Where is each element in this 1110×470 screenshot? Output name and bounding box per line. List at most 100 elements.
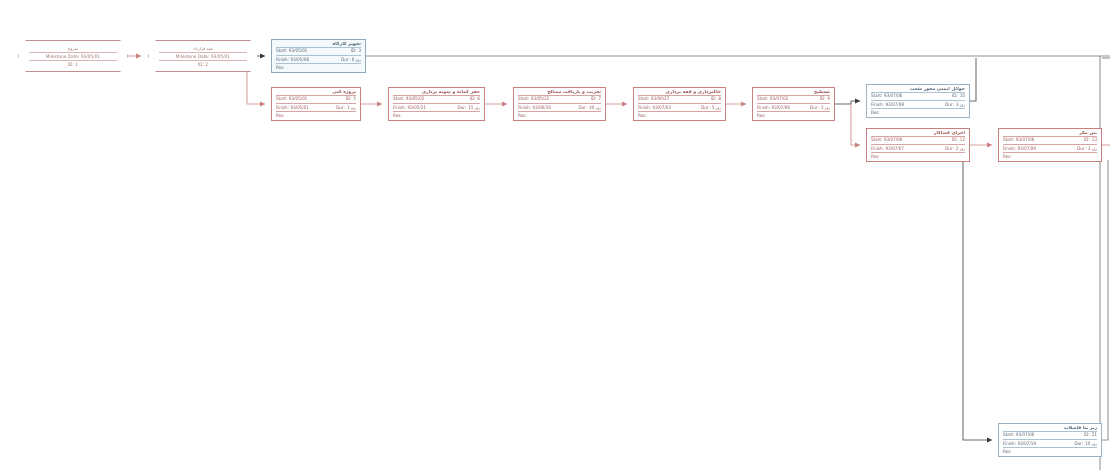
milestone-start[interactable]: شروع Milestone Date: 93/05/01 ID: 1 — [18, 40, 128, 72]
finish-value: 93/07/19 — [1017, 440, 1036, 446]
divider — [638, 94, 721, 96]
start-label: Start: — [1003, 137, 1015, 143]
milestone-contract-id: ID: 2 — [159, 61, 247, 68]
id-value: 10 — [959, 93, 965, 99]
task-demolition-recycling[interactable]: تخریب و بازیافت مصالح Start: 93/05/21 ID… — [513, 87, 606, 121]
divider — [871, 100, 965, 102]
task-title: اجرای فنداکار — [933, 130, 965, 136]
divider — [871, 108, 965, 110]
start-value: 93/05/01 — [288, 48, 308, 54]
id-value: 21 — [1091, 432, 1097, 438]
dur-unit: روز — [1091, 145, 1097, 151]
task-res-row: Res: — [1002, 449, 1098, 455]
dur-unit: روز — [959, 101, 965, 107]
task-finish-row: Finish: 93/07/09 Dur: 3 روز — [1002, 146, 1098, 152]
milestone-contract-date: Milestone Date: 93/05/01 — [159, 53, 247, 61]
dur-unit: روز — [1091, 440, 1097, 446]
start-label: Start: — [276, 96, 288, 102]
dur-label: Dur: — [336, 104, 345, 110]
start-label: Start: — [276, 48, 288, 54]
task-start-row: Start: 93/07/06 ID: 21 — [1002, 432, 1098, 438]
finish-label: Finish: — [276, 104, 290, 110]
dur-label: Dur: — [341, 56, 350, 62]
id-label: ID: — [590, 96, 597, 102]
start-label: Start: — [393, 96, 405, 102]
dur-label: Dur: — [1074, 440, 1084, 446]
link-leveling-to-foundation — [850, 104, 861, 148]
start-value: 93/07/06 — [1015, 137, 1035, 143]
id-label: ID: — [469, 96, 476, 102]
id-value: 12 — [959, 137, 965, 143]
dur-unit: روز — [824, 104, 830, 110]
task-sewer-substructure[interactable]: زیر بنا فاضلاب Start: 93/07/06 ID: 21 Fi… — [998, 423, 1102, 457]
dur-label: Dur: — [810, 104, 819, 110]
milestone-start-title: شروع — [29, 45, 117, 53]
dur-label: Dur: — [945, 101, 954, 107]
finish-value: 93/07/07 — [885, 145, 904, 151]
task-title: حوائل ایمنی محور شعب — [910, 86, 965, 92]
task-start-row: Start: 93/05/02 ID: 6 — [392, 96, 481, 102]
task-res-row: Res: — [756, 113, 831, 119]
divider — [1003, 144, 1097, 146]
dur-value: 2 — [955, 145, 959, 151]
task-start-row: Start: 93/07/06 ID: 10 — [870, 93, 966, 99]
milestone-date-value: 93/05/01 — [210, 53, 231, 59]
id-label: ID: — [819, 96, 826, 102]
link-leveling-to-safety — [835, 98, 861, 105]
task-excavation[interactable]: خاکبرداری و قفه برداری Start: 93/06/27 I… — [633, 87, 726, 121]
milestone-contract[interactable]: عقد قرارداد Milestone Date: 93/05/01 ID:… — [148, 40, 258, 72]
task-lean-concrete[interactable]: بتن مگر Start: 93/07/06 ID: 13 Finish: 9… — [998, 128, 1102, 162]
finish-value: 93/06/26 — [532, 104, 551, 110]
res-label: Res: — [871, 109, 880, 115]
id-label: ID: — [710, 96, 717, 102]
task-foundation-work[interactable]: اجرای فنداکار Start: 93/07/06 ID: 12 Fin… — [866, 128, 970, 162]
finish-label: Finish: — [393, 104, 407, 110]
finish-label: Finish: — [638, 104, 652, 110]
task-res-row: Res: — [1002, 154, 1098, 160]
id-label: ID: — [952, 137, 958, 143]
divider — [1003, 152, 1097, 154]
dur-label: Dur: — [1077, 145, 1086, 151]
dur-value: 10 — [1085, 440, 1091, 446]
task-finish-row: Finish: 93/05/01 Dur: 1 روز — [275, 105, 357, 111]
dur-value: 5 — [711, 104, 715, 110]
start-label: Start: — [871, 137, 883, 143]
start-value: 93/05/02 — [405, 96, 425, 102]
task-leveling[interactable]: تسطیح Start: 93/07/02 ID: 9 Finish: 93/0… — [752, 87, 835, 121]
finish-label: Finish: — [871, 101, 885, 107]
milestone-start-id: ID: 1 — [29, 61, 117, 68]
id-label: ID: — [1084, 432, 1090, 438]
task-finish-row: Finish: 93/06/26 Dur: 40 روز — [517, 105, 602, 111]
milestone-id-label: ID: — [197, 61, 204, 67]
task-title: حفر گمانه و نمونه برداری — [421, 89, 480, 95]
start-value: 93/06/27 — [650, 96, 670, 102]
task-finish-row: Finish: 93/07/19 Dur: 10 روز — [1002, 441, 1098, 447]
dur-unit: روز — [474, 104, 480, 110]
divider — [757, 103, 830, 105]
task-borehole-sampling[interactable]: حفر گمانه و نمونه برداری Start: 93/05/02… — [388, 87, 485, 121]
dur-value: 1 — [346, 104, 350, 110]
dur-unit: روز — [595, 104, 601, 110]
task-safety-barriers[interactable]: حوائل ایمنی محور شعب Start: 93/07/06 ID:… — [866, 84, 970, 118]
id-label: ID: — [952, 93, 958, 99]
task-repair-workshop[interactable]: تجهیز کارگاه Start: 93/05/01 ID: 3 Finis… — [271, 39, 366, 73]
task-title: زیر بنا فاضلاب — [1063, 425, 1097, 431]
finish-value: 93/07/09 — [1017, 145, 1036, 151]
divider — [518, 94, 601, 96]
task-start-row: Start: 93/05/01 ID: 5 — [275, 96, 357, 102]
id-label: ID: — [1084, 137, 1090, 143]
task-start-row: Start: 93/05/01 ID: 3 — [275, 48, 362, 54]
id-value: 8 — [718, 96, 721, 102]
res-label: Res: — [871, 153, 880, 159]
task-res-row: Res: — [870, 154, 966, 160]
task-site-prep[interactable]: پروژه کنی Start: 93/05/01 ID: 5 Finish: … — [271, 87, 361, 121]
task-title: خاکبرداری و قفه برداری — [665, 89, 721, 95]
finish-value: 93/05/01 — [290, 104, 309, 110]
divider — [276, 55, 361, 57]
milestone-start-date: Milestone Date: 93/05/01 — [29, 53, 117, 61]
task-title: پروژه کنی — [332, 89, 356, 95]
task-start-row: Start: 93/07/06 ID: 13 — [1002, 137, 1098, 143]
start-label: Start: — [638, 96, 650, 102]
milestone-date-label: Milestone Date: — [175, 53, 210, 59]
